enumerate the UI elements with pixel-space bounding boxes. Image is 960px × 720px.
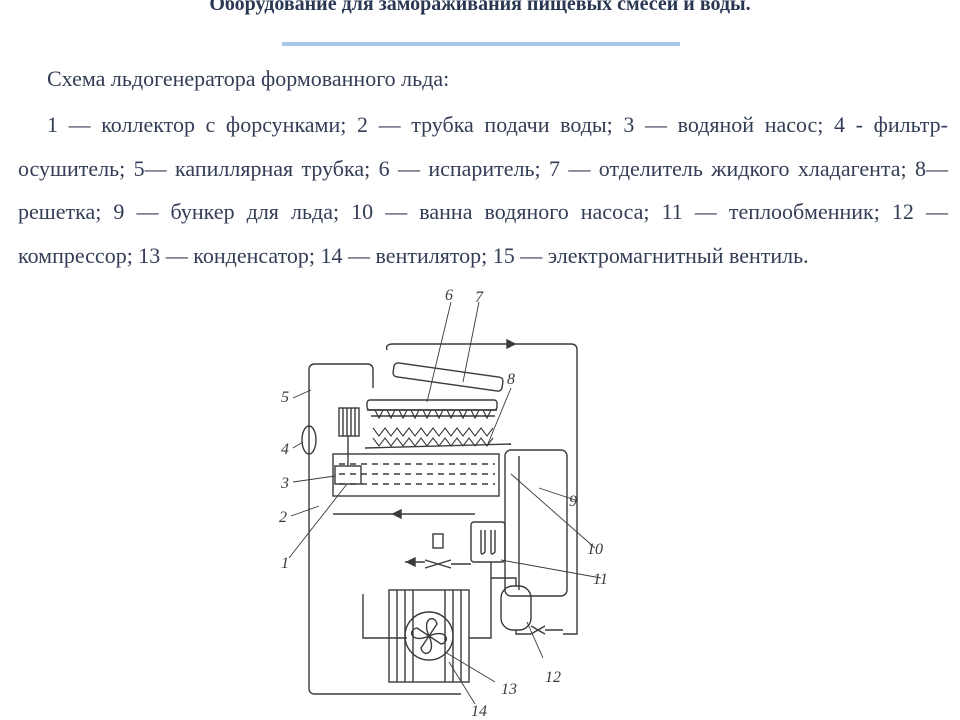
heat-exchanger — [470, 521, 506, 563]
label-14: 14 — [471, 703, 487, 720]
slide-title: Оборудование для замораживания пищевых с… — [209, 0, 751, 15]
ice-grid — [372, 427, 494, 447]
water-surface — [339, 463, 495, 485]
solenoid-valve — [432, 533, 444, 549]
label-12: 12 — [545, 669, 561, 686]
part-labels: 1 2 3 4 5 6 7 8 9 10 11 12 13 14 — [279, 287, 608, 720]
filter-dryer — [301, 425, 317, 455]
fan — [404, 611, 454, 661]
pump-motor-lines — [342, 408, 356, 436]
refrigerant-arrow — [506, 338, 517, 350]
leader-lines — [288, 301, 602, 705]
label-7: 7 — [475, 289, 484, 306]
label-9: 9 — [569, 493, 577, 510]
valve-arrow — [405, 556, 416, 568]
label-10: 10 — [587, 541, 603, 558]
water-tank — [332, 453, 500, 497]
label-5: 5 — [281, 389, 289, 406]
water-supply-arrow — [391, 508, 402, 520]
diagram-legend-text: 1 — коллектор с форсунками; 2 — трубка п… — [18, 112, 948, 268]
label-3: 3 — [280, 475, 289, 492]
valve-body — [424, 559, 452, 569]
label-6: 6 — [445, 287, 453, 304]
compressor-out — [515, 629, 563, 635]
check-valve — [530, 625, 546, 635]
label-2: 2 — [279, 509, 287, 526]
capillary-line-left — [308, 363, 461, 695]
label-1: 1 — [281, 555, 289, 572]
compressor-line — [490, 562, 517, 586]
ice-bunker — [504, 449, 568, 597]
evaporator-nozzles — [374, 409, 492, 420]
refrigerant-line-top — [385, 343, 578, 635]
title-underline — [282, 42, 680, 46]
condenser — [388, 589, 470, 683]
liquid-separator — [392, 362, 504, 392]
pump-motor — [338, 407, 360, 437]
condenser-link — [469, 578, 492, 639]
return-line — [362, 594, 407, 639]
ice-maker-diagram: 1 2 3 4 5 6 7 8 9 10 11 12 13 14 — [275, 278, 625, 720]
label-13: 13 — [501, 681, 517, 698]
label-8: 8 — [507, 371, 515, 388]
diagram-subtitle: Схема льдогенератора формованного льда: — [47, 66, 450, 91]
evaporator — [366, 399, 498, 411]
label-11: 11 — [593, 571, 608, 588]
water-pump — [334, 465, 362, 485]
fan-blades — [410, 617, 448, 655]
grid-plate — [364, 443, 512, 449]
heat-exchanger-coil — [480, 530, 496, 555]
label-4: 4 — [281, 441, 289, 458]
